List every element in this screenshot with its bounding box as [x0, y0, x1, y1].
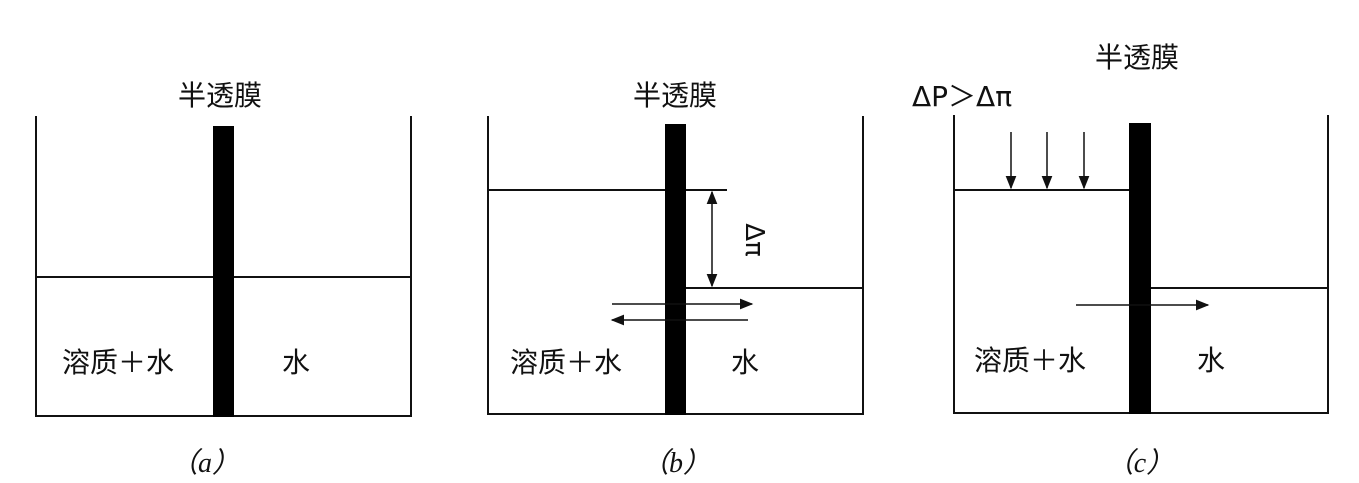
right-label-b: 水	[731, 346, 759, 379]
pressure-label: ΔP＞Δπ	[912, 80, 1012, 113]
caption-c: （c）	[1106, 448, 1174, 479]
membrane-label-a: 半透膜	[178, 79, 262, 112]
membrane-b	[665, 124, 686, 415]
left-label-b: 溶质＋水	[510, 346, 622, 379]
panel-a: 半透膜 溶质＋水 水 （a）	[35, 79, 412, 479]
left-label-c: 溶质＋水	[974, 344, 1086, 377]
caption-b: （b）	[641, 448, 711, 479]
panel-b: Δπ 半透膜 溶质＋水 水 （b）	[487, 79, 864, 479]
caption-a: （a）	[170, 448, 240, 479]
membrane-c	[1129, 123, 1151, 414]
right-label-c: 水	[1197, 344, 1225, 377]
right-label-a: 水	[282, 346, 310, 379]
membrane-label-b: 半透膜	[633, 79, 717, 112]
membrane-a	[213, 126, 234, 417]
left-label-a: 溶质＋水	[62, 346, 174, 379]
delta-pi-label: Δπ	[739, 223, 769, 256]
membrane-label-c: 半透膜	[1095, 41, 1179, 74]
panel-c: 半透膜 ΔP＞Δπ 溶质＋水 水 （c）	[912, 41, 1329, 479]
